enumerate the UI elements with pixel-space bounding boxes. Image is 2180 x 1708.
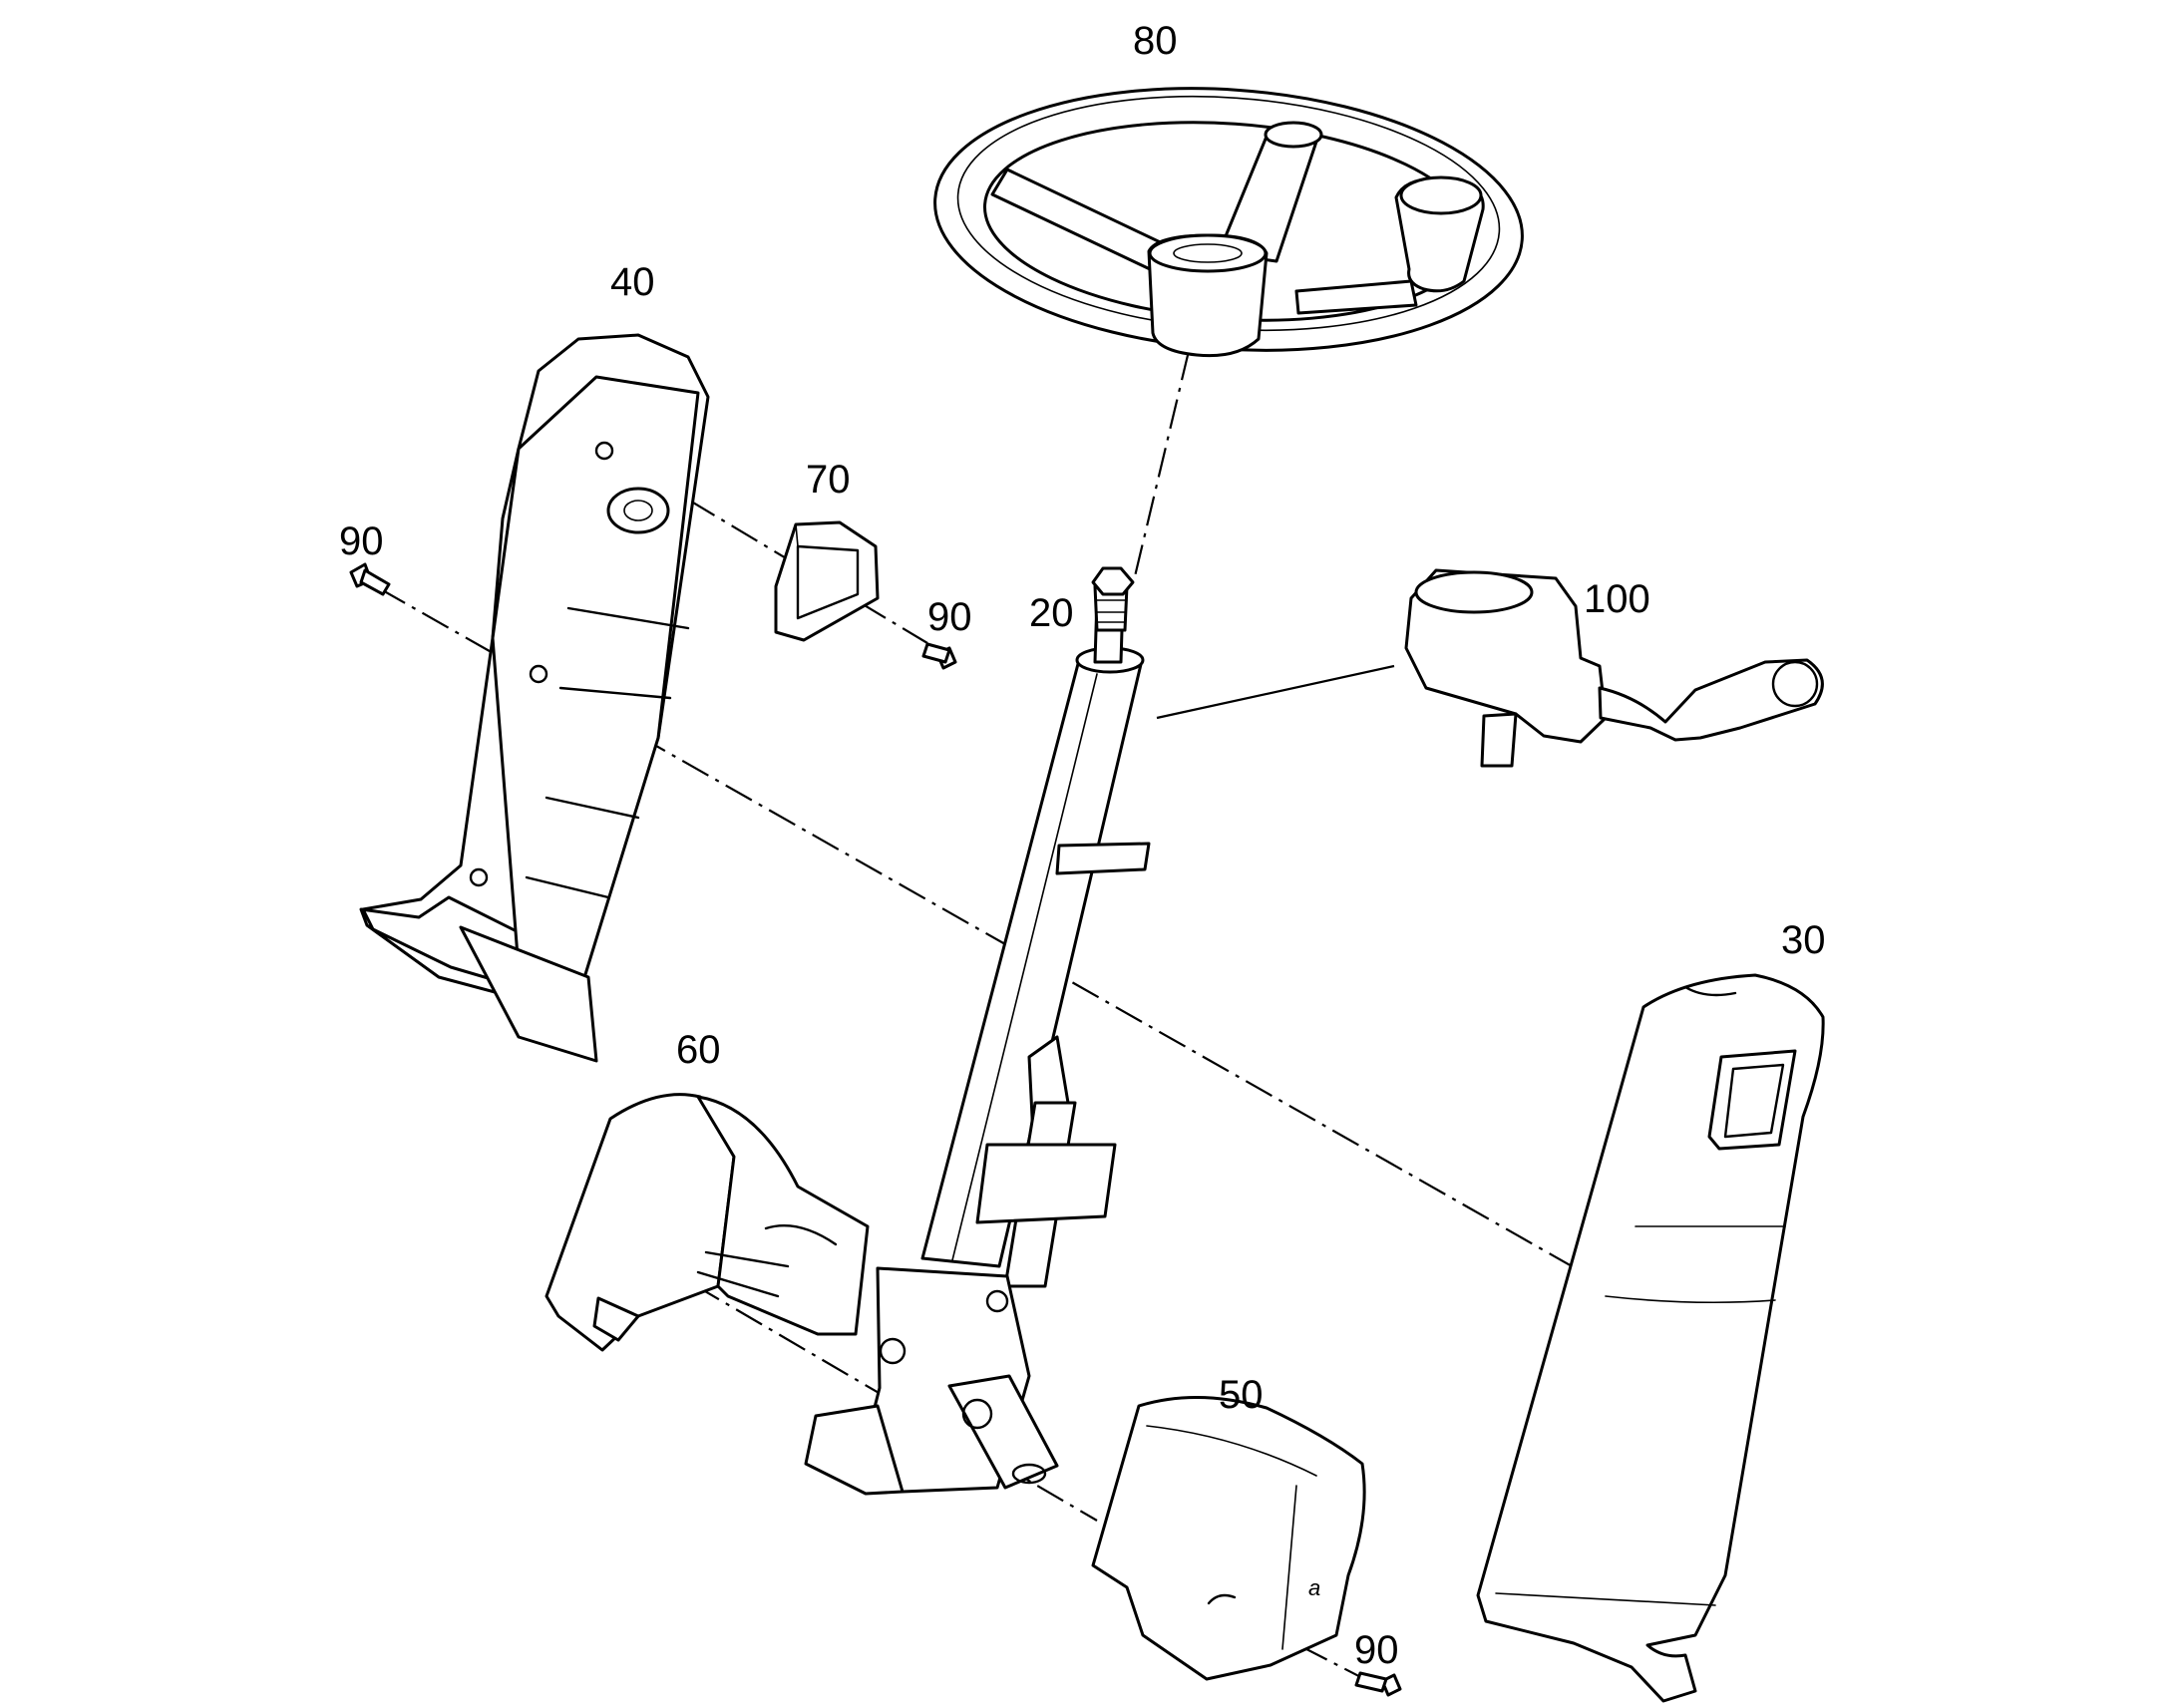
screw-left-shank: [359, 568, 391, 596]
leader-line-100: [1156, 664, 1395, 720]
column-base-slot: [1011, 1463, 1047, 1485]
cover-50-shell: [1091, 1396, 1366, 1681]
wheel-hub-bore: [1173, 243, 1243, 263]
cover-40-rib-1: [566, 606, 690, 630]
axis-cover-60-to-cover-50: [692, 1283, 1098, 1522]
wheel-spoke-right: [1294, 279, 1418, 315]
cover-60-slot: [764, 1224, 838, 1246]
column-base-foot: [804, 1404, 905, 1496]
cover-40-boss-1: [594, 441, 614, 461]
cover-30-switch-window: [1723, 1063, 1785, 1139]
cover-50-edge: [1281, 1485, 1297, 1650]
callout-90-left: 90: [339, 519, 384, 563]
plate-70-edge: [795, 523, 799, 547]
column-pivot-bracket: [947, 1374, 1059, 1490]
callout-80: 80: [1133, 19, 1178, 63]
wheel-hub-top: [1148, 233, 1268, 273]
screw-part-90-mid: [921, 642, 957, 670]
steering-column-part-20: [804, 566, 1151, 1496]
cover-60-pin-1: [704, 1250, 790, 1268]
cover-30-top-notch: [1683, 985, 1737, 997]
cover-40-boss-3: [469, 867, 489, 887]
callout-30: 30: [1781, 918, 1826, 962]
lower-cover-part-60: [545, 1093, 870, 1352]
steering-wheel-part-80: [933, 87, 1524, 358]
wheel-spinner-knob-top: [1399, 175, 1483, 215]
cover-40-rib-4: [525, 875, 610, 899]
axis-left-screw-to-cover-30: [378, 587, 1582, 1272]
column-lower-bracket: [975, 1143, 1117, 1224]
callout-labels: 80 40 70 90 90 20 100 30 60 50 90: [339, 19, 1826, 1672]
screw-mid-shank: [921, 642, 951, 664]
cover-40-grommet: [606, 487, 670, 534]
cover-30-shell: [1476, 973, 1825, 1703]
callout-50: 50: [1219, 1373, 1264, 1417]
cover-50-crease: [1146, 1425, 1317, 1477]
switch-clamp-ring: [1414, 570, 1534, 614]
screw-part-90-left: [349, 562, 391, 596]
screw-bottom-shank: [1354, 1671, 1388, 1693]
callout-100: 100: [1584, 577, 1650, 621]
axis-cover-50-to-screw-90: [1211, 1599, 1377, 1686]
cover-50-hole: [1207, 1593, 1237, 1605]
cover-40-lower-lip: [459, 925, 598, 1063]
switch-pin: [1480, 712, 1518, 768]
column-pivot-bolt: [961, 1398, 993, 1430]
column-upper-bracket: [1055, 842, 1151, 875]
cover-60-foot: [592, 1296, 640, 1342]
plate-70-body: [774, 520, 880, 642]
cover-40-boss-2: [529, 664, 548, 684]
cover-60-pin-2: [696, 1270, 780, 1298]
cover-60-shell: [545, 1093, 736, 1352]
cover-40-grommet-hole: [623, 500, 653, 521]
switch-stalk-tip: [1771, 660, 1819, 708]
column-base-hole: [985, 1289, 1009, 1313]
axis-wheel-to-column: [1133, 350, 1191, 577]
wheel-spoke-top-cap: [1264, 121, 1323, 149]
combination-switch-part-100: [1404, 568, 1824, 768]
callout-90-bottom: 90: [1354, 1628, 1399, 1672]
cover-40-inner-frame: [491, 375, 700, 999]
callout-90-mid: 90: [927, 595, 972, 639]
cover-60-wing: [696, 1095, 870, 1336]
callout-20: 20: [1029, 591, 1074, 635]
column-nut: [1091, 566, 1135, 596]
column-base-bolt: [879, 1337, 907, 1365]
lower-cover-part-50: a: [1091, 1396, 1366, 1681]
cover-50-mark: a: [1308, 1575, 1320, 1600]
column-tube-highlight: [951, 673, 1098, 1261]
switch-stalk: [1598, 658, 1824, 742]
callout-70: 70: [806, 458, 851, 502]
callout-40: 40: [610, 260, 655, 304]
cover-30-crease-2: [1605, 1295, 1776, 1304]
switch-plate-part-70: [774, 520, 880, 642]
column-cover-part-40: [359, 333, 710, 1063]
column-cover-part-30: [1476, 973, 1825, 1703]
cover-40-rib-2: [558, 686, 672, 700]
cover-30-crease-3: [1495, 1592, 1716, 1606]
callout-60: 60: [676, 1028, 721, 1072]
screw-part-90-bottom: [1354, 1671, 1402, 1697]
plate-70-window: [796, 544, 860, 620]
cover-40-rib-3: [545, 796, 640, 820]
